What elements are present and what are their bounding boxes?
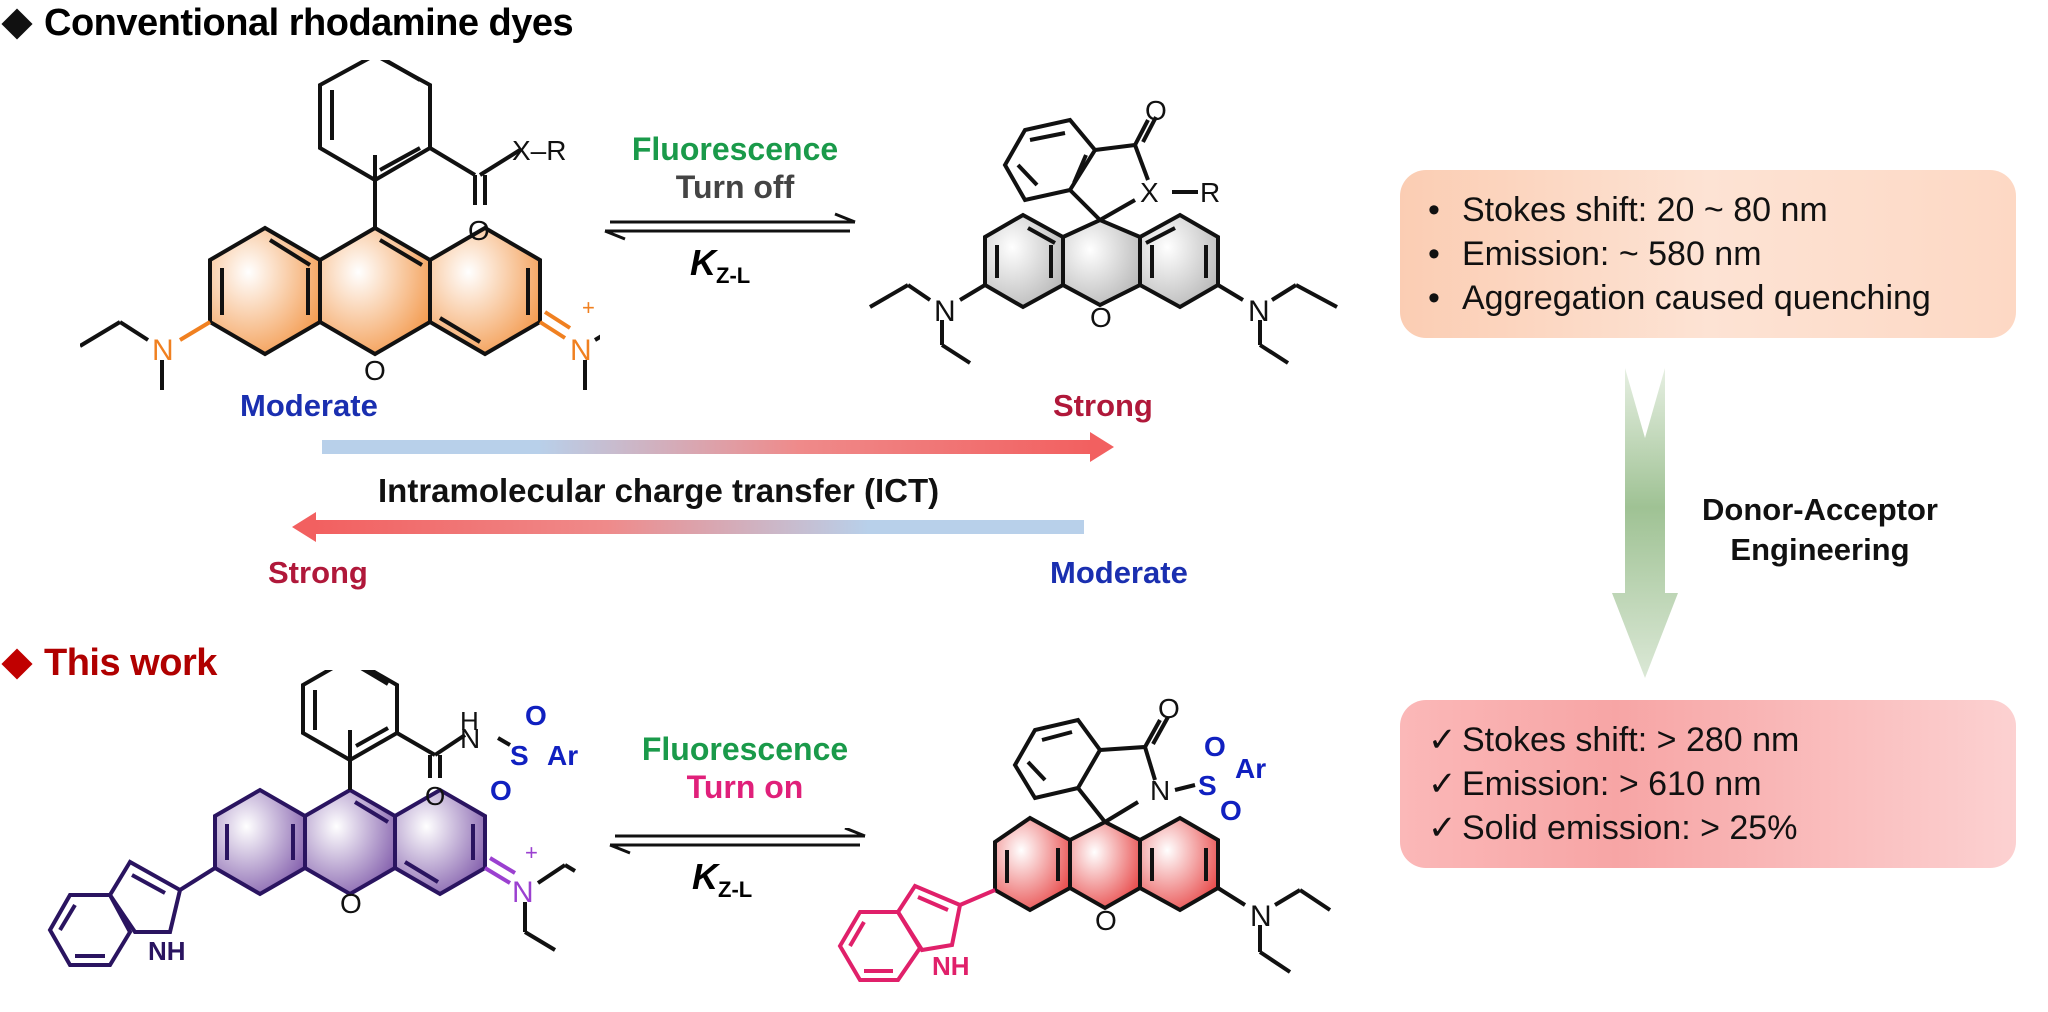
diamond-marker-icon	[1, 7, 33, 40]
x-atom: X	[1140, 177, 1159, 208]
sulfonyl-oxygen-top: O	[525, 700, 547, 731]
equilibrium-arrows-top	[604, 212, 856, 241]
section-title-this-work: This work	[0, 642, 217, 685]
carbonyl-oxygen: O	[468, 215, 490, 246]
down-arrow-icon	[1612, 368, 1678, 678]
fluorescence-label: Fluorescence	[631, 131, 839, 167]
positive-charge: +	[525, 840, 538, 865]
ict-bottom-right-level: Moderate	[1050, 555, 1188, 590]
indole-nh: NH	[932, 951, 970, 981]
property-item: •Stokes shift: 20 ~ 80 nm	[1428, 191, 1828, 229]
ring-oxygen: O	[340, 888, 362, 919]
section-title-text: Conventional rhodamine dyes	[44, 2, 574, 44]
iminium-nitrogen: N	[512, 876, 534, 909]
turn-off-label: Turn off	[675, 169, 795, 205]
ict-top-right-level: Strong	[1053, 388, 1153, 423]
positive-charge: +	[582, 295, 595, 320]
carbonyl-oxygen: O	[1158, 693, 1180, 724]
equilibrium-arrows-bottom	[609, 828, 866, 855]
fluorescence-label: Fluorescence	[641, 731, 849, 767]
left-nitrogen: N	[152, 334, 174, 367]
top-condition: Fluorescence Turn off	[590, 130, 880, 206]
h-atom: H	[460, 706, 479, 736]
property-item: •Emission: ~ 580 nm	[1428, 235, 1762, 273]
ict-reverse-arrow	[292, 512, 1084, 542]
sulfur-atom: S	[510, 740, 529, 771]
properties-box-this-work: ✓Stokes shift: > 280 nm ✓Emission: > 610…	[1400, 700, 2016, 868]
n-atom: N	[1150, 775, 1170, 806]
carbonyl-oxygen: O	[1145, 95, 1167, 126]
section-title-conventional: Conventional rhodamine dyes	[0, 2, 574, 45]
k-zl-constant-bottom: KZ-L	[692, 856, 753, 903]
amine-nitrogen: N	[1250, 900, 1272, 933]
ar-group: Ar	[1235, 753, 1266, 784]
check-icon: ✓	[1428, 721, 1457, 759]
r-group: R	[1200, 177, 1220, 208]
sulfonyl-oxygen-bottom: O	[1220, 795, 1242, 826]
ring-oxygen: O	[364, 355, 386, 386]
carbonyl-oxygen: O	[425, 781, 445, 811]
sulfonyl-oxygen-top: O	[1204, 731, 1226, 762]
x-r-substituent: X–R	[512, 135, 566, 166]
property-item: ✓Emission: > 610 nm	[1428, 762, 1988, 806]
sulfur-atom: S	[1198, 770, 1217, 801]
molecule-conventional-open: X–R O O N N +	[80, 60, 600, 390]
right-nitrogen: N	[1248, 295, 1270, 328]
ict-label: Intramolecular charge transfer (ICT)	[378, 472, 940, 509]
xanthene-core	[208, 60, 542, 357]
ring-oxygen: O	[1090, 302, 1112, 333]
left-nitrogen: N	[934, 295, 956, 328]
property-item: ✓Solid emission: > 25%	[1428, 806, 1988, 850]
indole-nh: NH	[148, 936, 186, 966]
properties-box-conventional: •Stokes shift: 20 ~ 80 nm •Emission: ~ 5…	[1400, 170, 2016, 338]
property-item: ✓Stokes shift: > 280 nm	[1428, 718, 1988, 762]
check-icon: ✓	[1428, 765, 1457, 803]
molecule-this-work-open: H N S Ar O O O O NH N +	[47, 670, 578, 967]
turn-on-label: Turn on	[686, 769, 804, 805]
molecule-conventional-closed: O X R O N N	[868, 95, 1338, 365]
section-title-text: This work	[44, 642, 217, 684]
k-zl-constant-top: KZ-L	[690, 242, 751, 289]
engineering-label: Donor-Acceptor Engineering	[1702, 492, 1938, 567]
ict-forward-arrow	[322, 432, 1114, 462]
sulfonyl-oxygen-bottom: O	[490, 775, 512, 806]
ring-oxygen: O	[1095, 905, 1117, 936]
check-icon: ✓	[1428, 809, 1457, 847]
property-item: •Aggregation caused quenching	[1428, 279, 1931, 317]
ar-group: Ar	[547, 740, 578, 771]
n-atom: N	[460, 723, 480, 754]
ict-bottom-left-level: Strong	[268, 555, 368, 590]
molecule-this-work-closed: O N S Ar O O O NH N	[837, 693, 1332, 982]
ict-top-left-level: Moderate	[240, 388, 378, 423]
bottom-condition: Fluorescence Turn on	[600, 730, 890, 806]
ict-arrows	[292, 432, 1114, 542]
right-nitrogen: N	[570, 334, 592, 367]
